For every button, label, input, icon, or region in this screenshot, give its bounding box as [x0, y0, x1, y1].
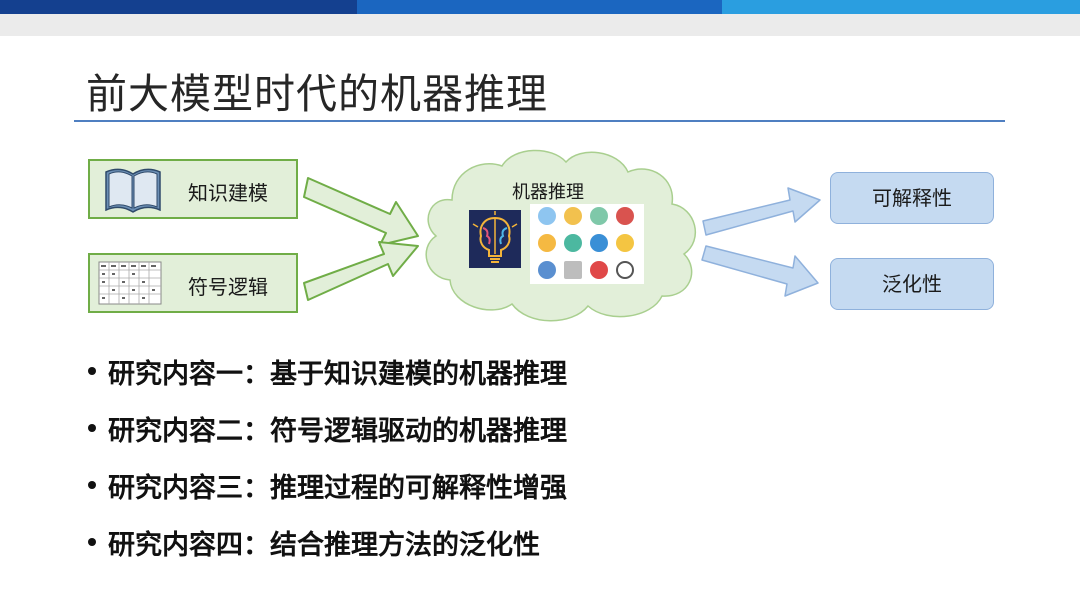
list-item-text: 研究内容三：推理过程的可解释性增强 — [108, 473, 567, 504]
book-icon — [105, 168, 161, 213]
top-banner-segment — [0, 0, 357, 14]
output-box-generalization: 泛化性 — [830, 258, 994, 310]
bullet-dot — [88, 424, 96, 432]
source-box-knowledge: 知识建模 — [88, 159, 298, 219]
reasoning-icon-grid — [530, 204, 644, 284]
arrow-to-interpretability — [702, 187, 821, 236]
arrow-knowledge-to-reasoning — [303, 177, 419, 246]
book-stack-icon — [616, 207, 634, 225]
puzzle-icon — [564, 207, 582, 225]
brain-icon — [590, 207, 608, 225]
bullet-dot — [88, 481, 96, 489]
graduation-cap-icon — [564, 234, 582, 252]
source-label: 符号逻辑 — [188, 275, 268, 299]
list-item-text: 研究内容一：基于知识建模的机器推理 — [108, 359, 567, 390]
award-icon — [590, 261, 608, 279]
brain-lightbulb-icon — [469, 210, 521, 268]
top-banner-shadow — [0, 14, 1080, 36]
top-banner — [0, 0, 1080, 14]
top-banner-segment — [357, 0, 722, 14]
slide-title: 前大模型时代的机器推理 — [86, 70, 548, 118]
bullet-dot — [88, 538, 96, 546]
list-item-text: 研究内容四：结合推理方法的泛化性 — [108, 530, 540, 561]
source-box-logic: 符号逻辑 — [88, 253, 298, 313]
document-icon — [564, 261, 582, 279]
source-label: 知识建模 — [188, 181, 268, 205]
arrow-logic-to-reasoning — [303, 241, 419, 301]
globe-icon — [538, 261, 556, 279]
atom-icon — [616, 261, 634, 279]
top-banner-segment — [722, 0, 1080, 14]
list-item-text: 研究内容二：符号逻辑驱动的机器推理 — [108, 416, 567, 447]
bullet-dot — [88, 367, 96, 375]
logic-table-icon — [98, 261, 162, 305]
output-box-interpretability: 可解释性 — [830, 172, 994, 224]
scientist-icon — [538, 207, 556, 225]
person-thinking-icon — [590, 234, 608, 252]
title-divider — [74, 120, 1005, 122]
arrow-to-generalization — [701, 245, 819, 297]
computer-icon — [616, 234, 634, 252]
idea-bulb-icon — [538, 234, 556, 252]
reasoning-label: 机器推理 — [512, 182, 584, 203]
